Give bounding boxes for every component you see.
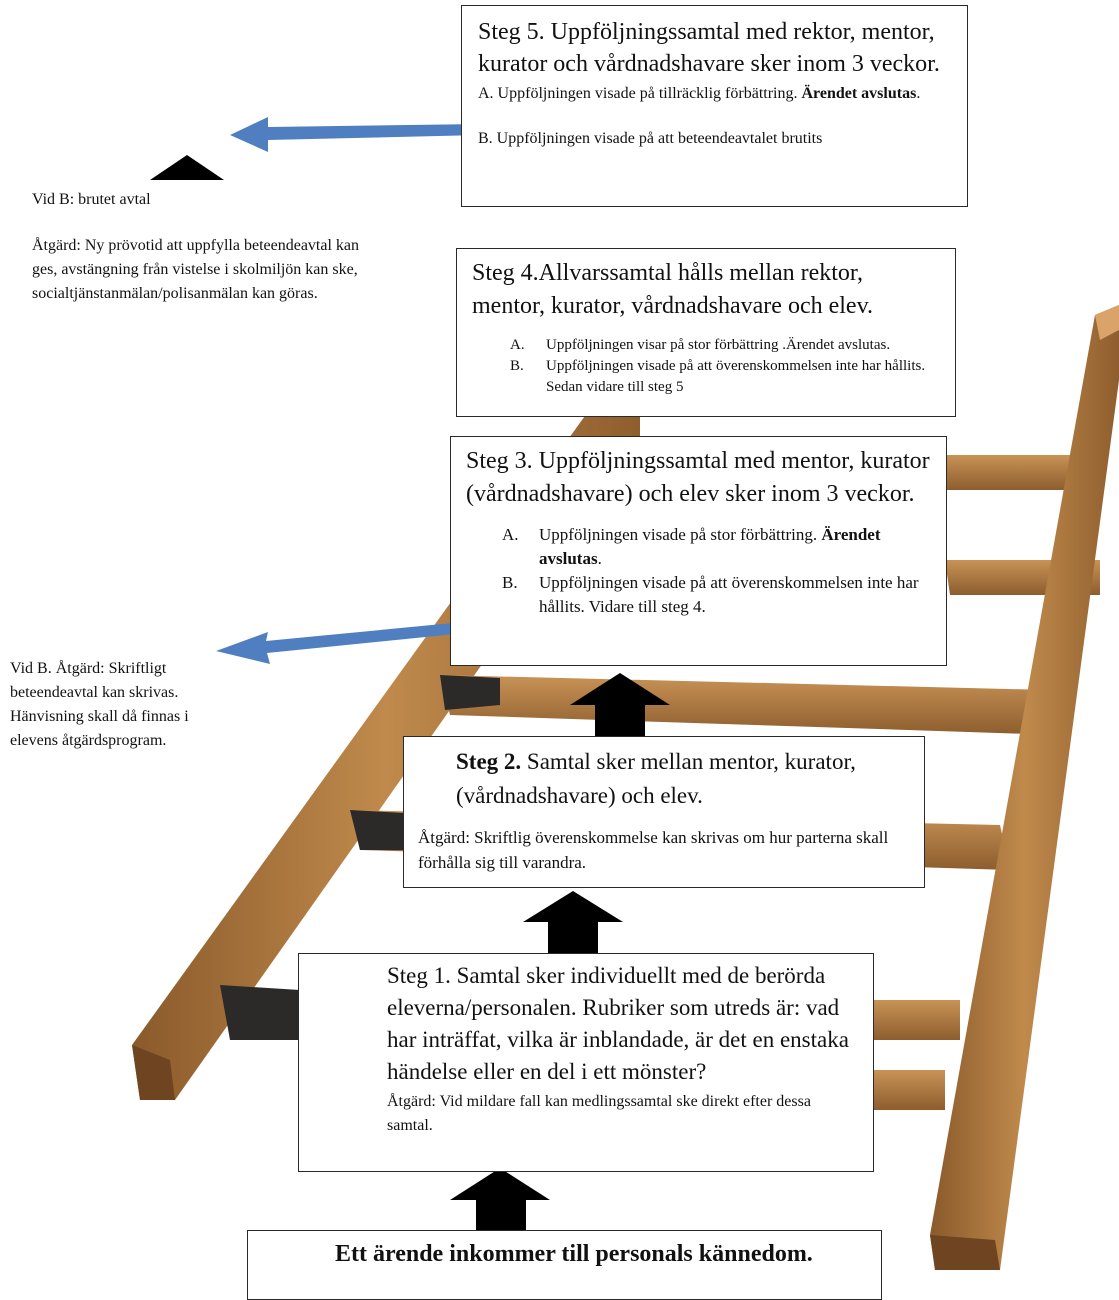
step1-box: Steg 1. Samtal sker individuellt med de … — [298, 953, 874, 1172]
right-stringer — [930, 305, 1119, 1270]
step5-option-a: A. Uppföljningen visade på tillräcklig f… — [478, 82, 951, 105]
step5-heading: Steg 5. Uppföljningssamtal med rektor, m… — [478, 19, 940, 77]
side-note-step5: Vid B: brutet avtal Åtgärd: Ny prövotid … — [32, 188, 382, 306]
tread — [870, 1000, 960, 1040]
side-note-step5-title: Vid B: brutet avtal — [32, 191, 151, 208]
step5-option-a-text: A. Uppföljningen visade på tillräcklig f… — [478, 85, 802, 102]
step1-heading: Steg 1. Samtal sker individuellt med de … — [387, 963, 849, 1084]
tread — [870, 1070, 945, 1110]
tread — [440, 675, 1060, 735]
step3-options: A.Uppföljningen visade på stor förbättri… — [466, 523, 931, 619]
step5-option-a-end: . — [916, 85, 921, 102]
bracket — [440, 675, 500, 710]
step1-action: Åtgärd: Vid mildare fall kan medlingssam… — [387, 1093, 811, 1134]
step2-heading-rest: Samtal sker mellan mentor, kurator, (vår… — [456, 749, 856, 808]
step2-heading-bold: Steg 2. — [456, 749, 522, 774]
start-text: Ett ärende inkommer till personals känne… — [335, 1241, 813, 1267]
step3-box: Steg 3. Uppföljningssamtal med mentor, k… — [450, 436, 947, 666]
step4-heading: Steg 4.Allvarssamtal hålls mellan rektor… — [472, 260, 874, 319]
bracket — [220, 985, 300, 1040]
side-note-step3: Vid B. Åtgärd: Skriftligt beteendeavtal … — [10, 660, 189, 749]
step4-box: Steg 4.Allvarssamtal hålls mellan rektor… — [456, 248, 956, 417]
step5-option-b: B. Uppföljningen visade på att beteendea… — [478, 130, 823, 147]
step5-option-a-bold: Ärendet avslutas — [801, 85, 917, 102]
step3-option-b: B.Uppföljningen visade på att överenskom… — [502, 573, 919, 616]
tread — [940, 455, 1100, 490]
step2-box: Steg 2. Samtal sker mellan mentor, kurat… — [403, 736, 925, 888]
step5-box: Steg 5. Uppföljningssamtal med rektor, m… — [461, 5, 968, 207]
step3-option-a: A.Uppföljningen visade på stor förbättri… — [502, 525, 881, 568]
step2-heading: Steg 2. Samtal sker mellan mentor, kurat… — [418, 745, 910, 813]
step4-option-a: A.Uppföljningen visar på stor förbättrin… — [510, 337, 891, 353]
step2-action: Åtgärd: Skriftlig överenskommelse kan sk… — [418, 828, 889, 872]
side-note-step5-text: Åtgärd: Ny prövotid att uppfylla beteend… — [32, 237, 360, 302]
start-box: Ett ärende inkommer till personals känne… — [247, 1230, 882, 1300]
step4-options: A.Uppföljningen visar på stor förbättrin… — [472, 335, 940, 398]
bracket — [350, 810, 405, 850]
step4-option-b: B.Uppföljningen visade på att överenskom… — [510, 358, 926, 395]
step3-heading: Steg 3. Uppföljningssamtal med mentor, k… — [466, 448, 930, 507]
